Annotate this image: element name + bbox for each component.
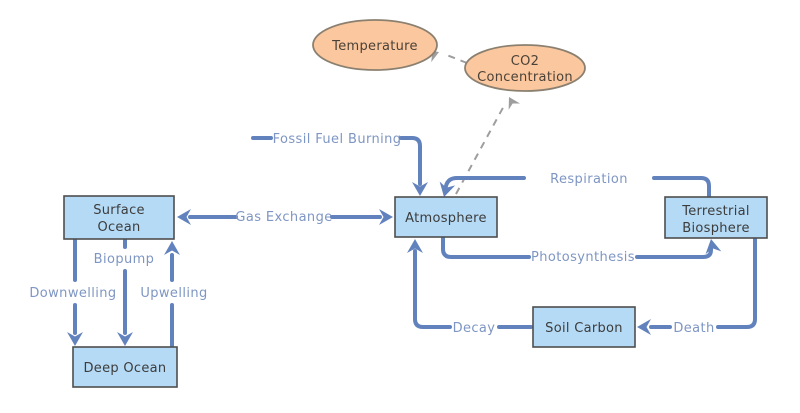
flow-line <box>413 249 452 329</box>
death-label: Death <box>673 321 714 336</box>
flow-line <box>652 176 711 199</box>
temperature-ellipse[interactable] <box>312 19 438 71</box>
soil-carbon-label: Soil Carbon <box>545 321 623 336</box>
arrowhead-icon <box>637 319 651 335</box>
node-temperature[interactable]: Temperature <box>312 19 438 71</box>
deep-ocean-box[interactable] <box>72 346 178 388</box>
node-deep-ocean[interactable]: Deep Ocean <box>72 346 178 388</box>
flow-respiration[interactable]: Respiration <box>436 172 711 199</box>
flow-line <box>441 236 531 259</box>
flow-line <box>443 176 526 191</box>
fossil-fuel-burning-label: Fossil Fuel Burning <box>273 132 402 147</box>
surface-ocean-label-line1: Surface <box>93 203 145 218</box>
deep-ocean-label: Deep Ocean <box>84 361 167 376</box>
flow-line <box>635 246 713 259</box>
co2-concentration-label-line2: Concentration <box>477 70 573 85</box>
dashed-line <box>455 103 506 195</box>
node-terrestrial-biosphere[interactable]: Terrestrial Biosphere <box>664 196 768 239</box>
flow-fossil-fuel-burning[interactable]: Fossil Fuel Burning <box>251 132 428 196</box>
flow-downwelling[interactable]: Downwelling <box>29 238 116 346</box>
link-co2-to-temperature[interactable] <box>426 45 468 64</box>
surface-ocean-label-line2: Ocean <box>97 220 140 235</box>
arrowhead-icon <box>164 241 180 255</box>
flow-line <box>399 136 422 186</box>
co2-concentration-ellipse[interactable] <box>464 44 586 92</box>
atmosphere-label: Atmosphere <box>405 211 487 226</box>
flow-line <box>716 236 757 329</box>
node-co2-concentration[interactable]: CO2 Concentration <box>464 44 586 92</box>
flow-decay[interactable]: Decay <box>407 239 533 336</box>
temperature-label: Temperature <box>331 39 418 54</box>
co2-concentration-label-line1: CO2 <box>511 54 539 69</box>
dashed-line <box>447 54 468 64</box>
gas-exchange-label: Gas Exchange <box>235 210 332 225</box>
node-atmosphere[interactable]: Atmosphere <box>394 196 498 238</box>
flow-death[interactable]: Death <box>637 236 757 336</box>
flow-upwelling[interactable]: Upwelling <box>140 241 207 349</box>
arrowhead-icon <box>503 93 521 110</box>
terrestrial-biosphere-label-line1: Terrestrial <box>681 204 750 219</box>
flow-biopump[interactable]: Biopump <box>94 238 155 346</box>
terrestrial-biosphere-label-line2: Biosphere <box>682 221 750 236</box>
terrestrial-biosphere-box[interactable] <box>664 196 768 239</box>
photosynthesis-label: Photosynthesis <box>531 250 635 265</box>
flow-photosynthesis[interactable]: Photosynthesis <box>441 236 722 265</box>
biopump-label: Biopump <box>94 252 155 267</box>
atmosphere-box[interactable] <box>394 196 498 238</box>
node-surface-ocean[interactable]: Surface Ocean <box>63 195 175 240</box>
surface-ocean-box[interactable] <box>63 195 175 240</box>
decay-label: Decay <box>453 321 496 336</box>
node-soil-carbon[interactable]: Soil Carbon <box>532 306 636 348</box>
upwelling-label: Upwelling <box>140 286 207 301</box>
respiration-label: Respiration <box>550 172 628 187</box>
downwelling-label: Downwelling <box>29 286 116 301</box>
flow-gas-exchange[interactable]: Gas Exchange <box>177 209 393 225</box>
soil-carbon-box[interactable] <box>532 306 636 348</box>
